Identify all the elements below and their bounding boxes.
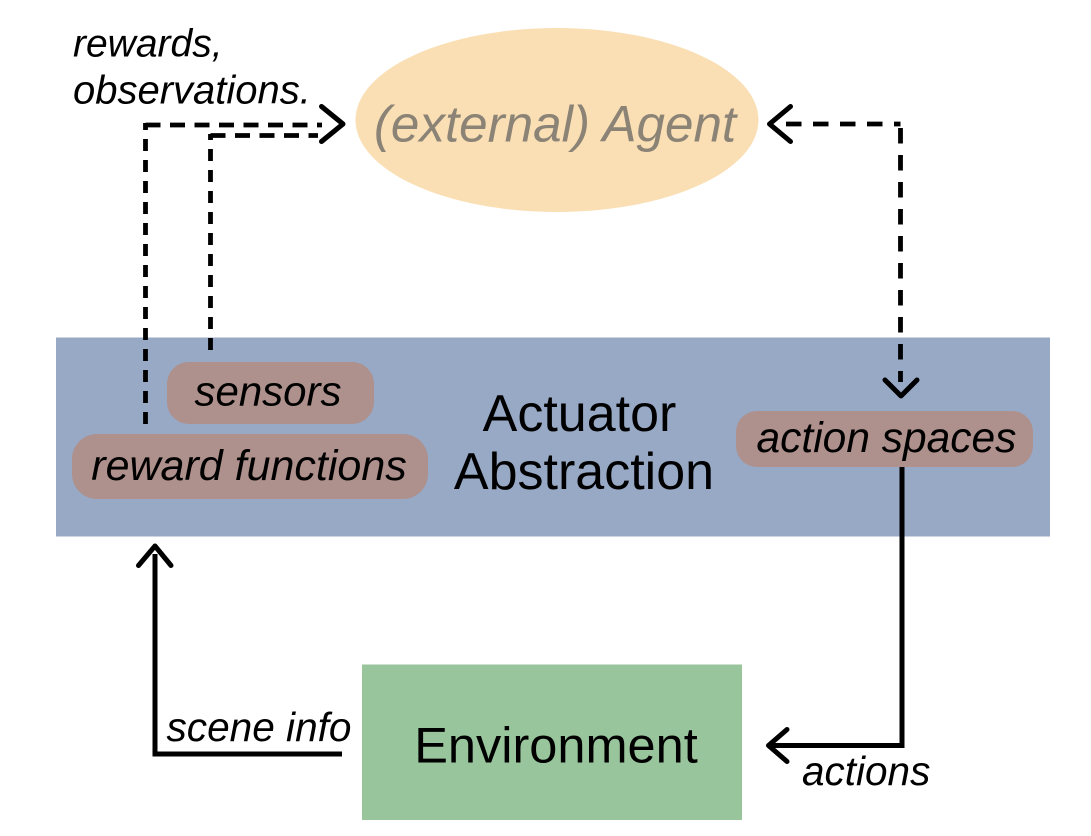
svg-text:Abstraction: Abstraction <box>454 443 714 501</box>
svg-text:observations.: observations. <box>73 69 311 113</box>
svg-text:reward functions: reward functions <box>91 442 407 490</box>
svg-text:actions: actions <box>802 748 930 794</box>
svg-text:action spaces: action spaces <box>757 415 1017 462</box>
svg-text:Environment: Environment <box>414 717 698 774</box>
svg-text:(external) Agent: (external) Agent <box>374 96 738 153</box>
svg-text:scene info: scene info <box>167 704 352 750</box>
svg-text:sensors: sensors <box>194 368 341 415</box>
svg-text:rewards,: rewards, <box>73 23 223 66</box>
svg-text:Actuator: Actuator <box>483 385 677 443</box>
